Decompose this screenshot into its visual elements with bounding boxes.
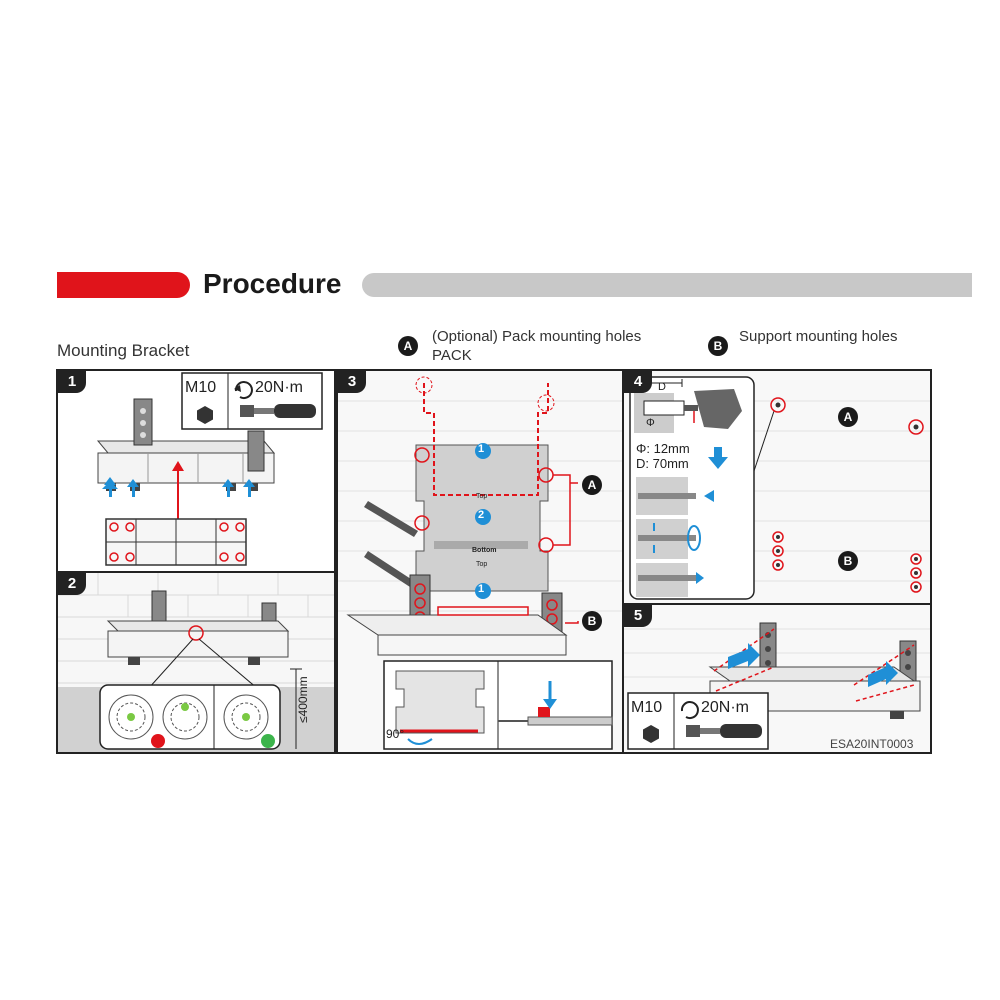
pack-holes-caption: (Optional) Pack mounting holes PACK <box>432 327 641 365</box>
step-3-badge-3 <box>475 583 491 599</box>
drill-diameter: Φ: 12mm <box>636 441 690 456</box>
header-grey-bar <box>362 273 972 297</box>
step-4-panel: 4 <box>622 369 932 605</box>
step-4-marker-a-icon: A <box>838 407 858 427</box>
step-3-marker-a-icon: A <box>582 475 602 495</box>
step-5-torque: 20N·m <box>701 699 750 716</box>
diameter-symbol: Φ <box>646 417 655 429</box>
marker-b-icon: B <box>708 336 728 356</box>
mounting-bracket-label: Mounting Bracket <box>57 341 190 360</box>
push-arrow-icon-2 <box>868 661 898 687</box>
pack-holes-label: (Optional) Pack mounting holes <box>432 328 642 345</box>
drill-depth: D: 70mm <box>636 456 689 471</box>
step-3-badge-2 <box>475 509 491 525</box>
red-arrow-icon <box>172 461 184 471</box>
pack-label: PACK <box>432 347 472 364</box>
step-3-num-1b: 1 <box>478 583 485 595</box>
template-top-label: Top <box>476 493 488 500</box>
document-code: ESA20INT0003 <box>830 737 914 751</box>
step-1-panel: 1 <box>56 369 336 573</box>
step-3-num-2: 2 <box>478 509 485 521</box>
support-holes-label: Support mounting holes <box>739 328 898 345</box>
push-arrow-icon <box>728 643 760 669</box>
template-bottom-label: Bottom <box>472 547 497 554</box>
hex-nut-icon <box>643 725 659 743</box>
drill-bit-icon-2 <box>364 551 414 587</box>
hex-nut-icon <box>197 406 213 424</box>
rotate-icon <box>234 381 253 400</box>
step-5-illustration <box>624 622 930 750</box>
torque-wrench-icon <box>720 724 762 738</box>
step-4-illustration <box>629 376 930 600</box>
depth-label: D <box>658 381 666 393</box>
wrong-icon <box>151 734 165 748</box>
step-1-torque: 20N·m <box>255 379 304 396</box>
blue-down-arrow-icon <box>708 457 728 469</box>
level-gauge-icons <box>108 694 269 740</box>
blue-arrow-icons <box>102 477 255 497</box>
template-top-label-2: Top <box>476 561 488 568</box>
step-2-number: 2 <box>58 573 86 595</box>
step-3-marker-b-icon: B <box>582 611 602 631</box>
header-red-bar <box>57 272 190 298</box>
step-4-marker-b-icon: B <box>838 551 858 571</box>
step-2-panel: 2 ≤400mm <box>56 571 336 754</box>
step-3-number: 3 <box>338 371 366 393</box>
drill-bit-icon <box>364 501 418 537</box>
step-3-angle: 90° <box>386 727 405 741</box>
step-5-number: 5 <box>624 605 652 627</box>
step-3-badge-1 <box>475 443 491 459</box>
step-1-illustration <box>96 372 323 566</box>
step-1-bolt-size: M10 <box>185 379 217 396</box>
step-3-panel: 3 <box>336 369 624 754</box>
down-arrow-icon <box>543 699 557 709</box>
step-2-height: ≤400mm <box>296 676 310 723</box>
step-3-illustration <box>338 376 622 750</box>
marker-a-icon: A <box>398 336 418 356</box>
step-5-panel: 5 M10 20N·m <box>622 603 932 754</box>
step-3-num-1a: 1 <box>478 443 485 455</box>
step-4-number: 4 <box>624 371 652 393</box>
torque-wrench-icon <box>274 404 316 418</box>
rotate-icon <box>680 701 699 720</box>
step-5-bolt-size: M10 <box>631 699 663 716</box>
correct-icon <box>261 734 275 748</box>
step-2-illustration <box>58 573 334 752</box>
hammer-drill-icon <box>694 389 742 429</box>
step-1-number: 1 <box>58 371 86 393</box>
page-title: Procedure <box>203 268 342 299</box>
